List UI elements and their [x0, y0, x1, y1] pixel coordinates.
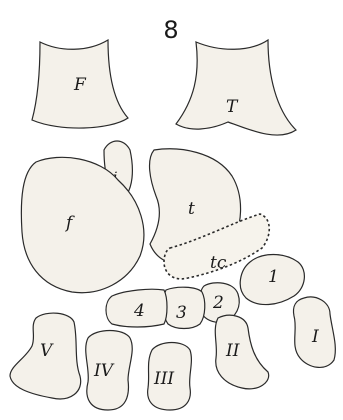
tibiale-label: t — [188, 199, 195, 219]
metatarsal-I-label: I — [311, 327, 319, 347]
metatarsal-V-label: V — [40, 341, 54, 361]
tarsale-centrale-label: tc — [210, 253, 227, 273]
tarsal-2-label: 2 — [212, 293, 224, 313]
tarsal-3-label: 3 — [176, 303, 187, 323]
metatarsal-II-label: II — [225, 341, 240, 361]
figure-number: 8 — [163, 16, 178, 44]
fibula-label: F — [73, 75, 87, 95]
metatarsal-IV-label: IV — [93, 361, 115, 381]
tarsal-4-label: 4 — [133, 301, 145, 321]
tarsal-1-label: 1 — [268, 267, 279, 287]
tibia-label: T — [226, 97, 239, 117]
metatarsal-II-bone — [215, 315, 268, 389]
metatarsal-III-label: III — [153, 369, 174, 389]
tibia-bone — [176, 40, 296, 135]
